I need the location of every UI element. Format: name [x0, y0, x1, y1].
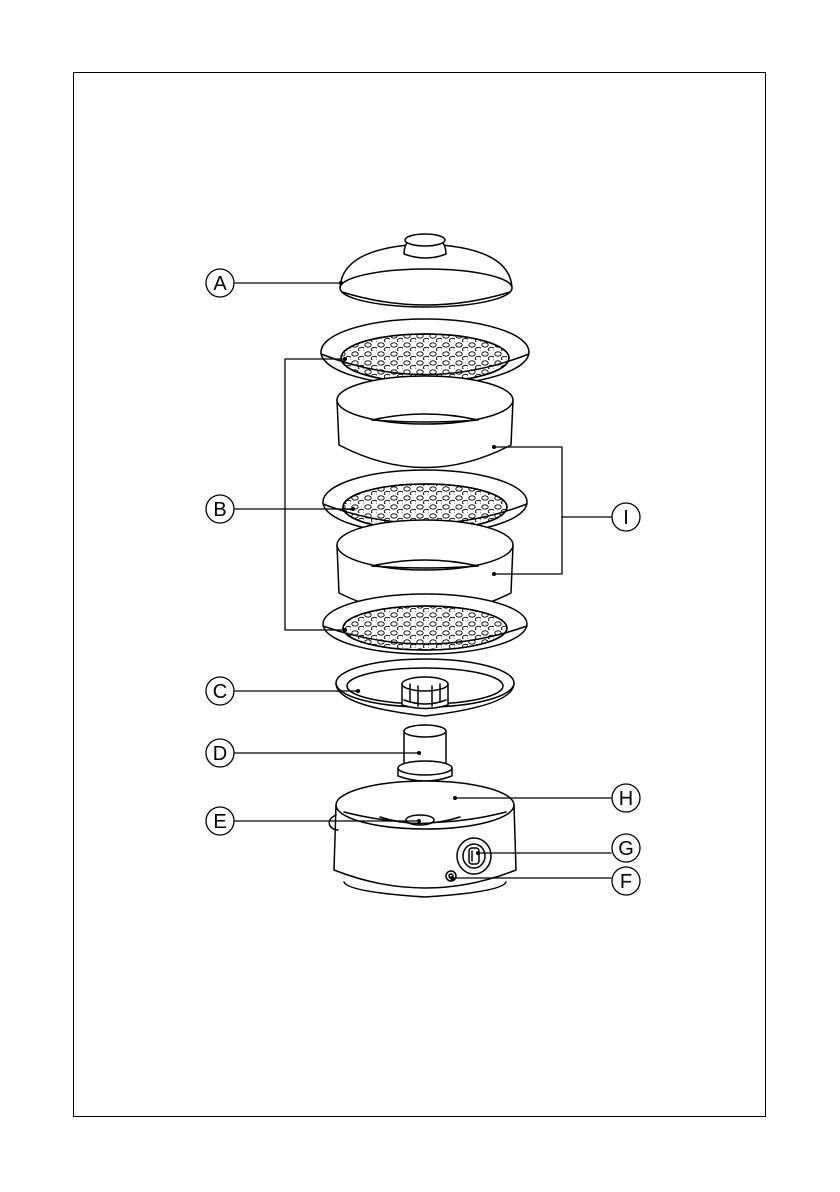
steaming-tray-top: [321, 319, 529, 385]
callout-label-d: D: [213, 743, 227, 765]
lid: [340, 234, 512, 307]
steaming-tray-bottom: [323, 594, 527, 654]
callout-label-b: B: [213, 499, 226, 521]
callout-label-g: G: [618, 838, 634, 860]
callout-label-a: A: [213, 273, 227, 295]
callout-label-h: H: [619, 788, 633, 810]
callout-label-f: F: [620, 871, 632, 893]
callout-label-i: I: [623, 507, 629, 529]
callout-label-c: C: [213, 681, 227, 703]
steaming-bowl-top: [337, 376, 513, 468]
callout-label-e: E: [213, 811, 226, 833]
drip-tray: [336, 659, 514, 716]
